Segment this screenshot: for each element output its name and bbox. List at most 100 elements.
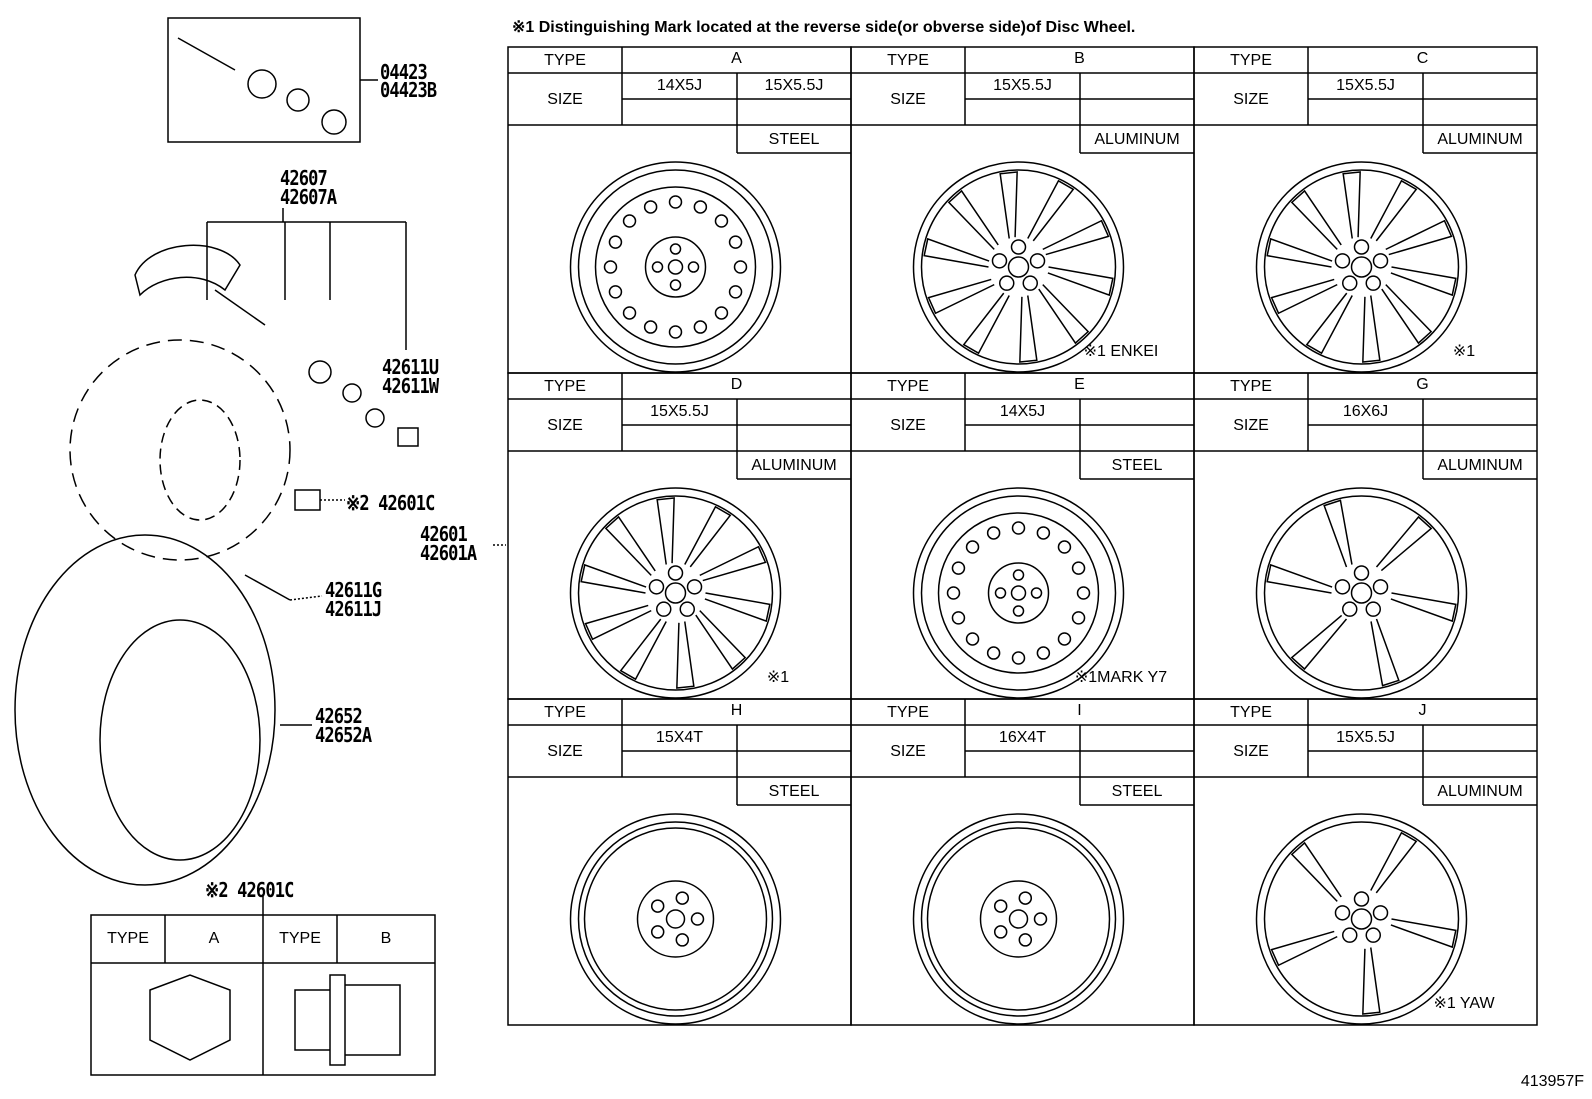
- lug-hole: [1372, 253, 1389, 269]
- center-bore: [665, 909, 686, 929]
- vent-hole: [1071, 561, 1086, 575]
- vent-hole: [693, 320, 708, 334]
- vent-hole: [608, 235, 623, 249]
- nut-type-value: B: [380, 930, 392, 947]
- size-value: 15X5.5J: [764, 77, 824, 94]
- center-bore: [1007, 256, 1030, 278]
- wheel-rim: [1255, 487, 1468, 699]
- nut: [365, 408, 385, 428]
- spoke: [962, 292, 1010, 355]
- lug-hole: [655, 601, 672, 617]
- type-value: G: [1416, 376, 1429, 393]
- material-label: ALUMINUM: [751, 457, 837, 474]
- part-number[interactable]: 04423: [380, 60, 428, 84]
- part-number[interactable]: 04423B: [380, 78, 437, 102]
- hub: [979, 880, 1058, 958]
- vent-hole: [1057, 632, 1072, 646]
- size-label: SIZE: [1233, 91, 1269, 108]
- part-number[interactable]: 42611U: [382, 355, 439, 379]
- wheel-alloy10-drawing: [912, 161, 1125, 373]
- valve-stem: [214, 289, 266, 326]
- vent-hole: [643, 200, 658, 214]
- lug-hole: [650, 925, 665, 939]
- wheel-rim: [912, 813, 1125, 1025]
- spoke: [619, 618, 667, 681]
- size-value: 15X5.5J: [1336, 729, 1395, 746]
- type-label: TYPE: [1230, 704, 1272, 721]
- spoke: [1342, 171, 1361, 239]
- lug-hole: [1010, 239, 1027, 255]
- part-number[interactable]: 42601: [420, 522, 468, 546]
- type-value: B: [1074, 50, 1085, 67]
- lug-hole: [991, 253, 1008, 269]
- lug-hole: [993, 899, 1008, 913]
- center-bore: [1350, 582, 1373, 604]
- wheel-spare-drawing: [912, 813, 1125, 1025]
- type-value: I: [1077, 702, 1082, 719]
- vent-hole: [728, 235, 743, 249]
- lug-hole: [1012, 569, 1025, 581]
- wheel-rim-inner: [1263, 495, 1460, 691]
- lug-hole: [1341, 275, 1358, 291]
- wheel-alloy5-drawing: [1255, 813, 1468, 1025]
- tire-outer: [14, 534, 276, 886]
- lug-hole: [675, 891, 690, 905]
- vent-hole: [1011, 651, 1026, 665]
- vent-hole: [714, 214, 729, 228]
- size-value: 14X5J: [656, 77, 703, 94]
- spoke: [923, 237, 990, 268]
- tpms-sensor-icon: [134, 244, 241, 297]
- part-number[interactable]: 42607: [280, 166, 328, 190]
- part-number[interactable]: 42611W: [382, 374, 439, 398]
- wheel-rim: [912, 487, 1125, 699]
- part-number[interactable]: ※2 42601C: [346, 491, 435, 515]
- part-number[interactable]: 42607A: [280, 185, 337, 209]
- lug-hole: [1353, 565, 1370, 581]
- spoke: [999, 171, 1018, 239]
- lug-hole: [994, 587, 1007, 599]
- size-label: SIZE: [1233, 743, 1269, 760]
- lug-hole: [1018, 933, 1033, 947]
- part-number[interactable]: 42611J: [325, 597, 382, 621]
- grommet: [308, 360, 332, 384]
- spoke: [1027, 179, 1075, 242]
- size-value: 15X5.5J: [993, 77, 1052, 94]
- vent-hole: [1036, 526, 1051, 540]
- size-value: 15X5.5J: [1336, 77, 1395, 94]
- part-number[interactable]: 42652A: [315, 723, 372, 747]
- material-label: ALUMINUM: [1437, 457, 1523, 474]
- spoke: [1290, 614, 1348, 671]
- type-label: TYPE: [887, 704, 929, 721]
- wheel-spare-drawing: [569, 813, 782, 1025]
- lug-hole: [1341, 927, 1358, 943]
- lug-hole: [650, 899, 665, 913]
- washer: [286, 88, 310, 112]
- nut-type-a-icon: [149, 974, 231, 1061]
- vent-hole: [608, 285, 623, 299]
- wheel-rim-inner: [577, 821, 774, 1017]
- vent-hole: [1071, 611, 1086, 625]
- spoke: [704, 592, 771, 623]
- material-label: ALUMINUM: [1437, 783, 1523, 800]
- part-number[interactable]: 42611G: [325, 578, 382, 602]
- nut-type-label: TYPE: [107, 930, 149, 947]
- wheel-disc: [937, 512, 1100, 674]
- vent-hole: [643, 320, 658, 334]
- nut-type-value: A: [208, 930, 220, 947]
- wheel-disc: [594, 186, 757, 348]
- spoke: [1362, 295, 1381, 363]
- spoke: [1390, 918, 1457, 949]
- vent-hole: [728, 285, 743, 299]
- wheel-rim-inner: [577, 495, 774, 691]
- wheel-steel-drawing: [912, 487, 1125, 699]
- wheel-outline: [69, 339, 291, 561]
- vent-hole: [693, 200, 708, 214]
- part-number[interactable]: 42652: [315, 704, 363, 728]
- hub: [636, 880, 715, 958]
- size-label: SIZE: [1233, 417, 1269, 434]
- part-number[interactable]: 42601A: [420, 541, 477, 565]
- wheel-steel-drawing: [569, 161, 782, 373]
- wheel-rim-inner: [1263, 821, 1460, 1017]
- center-bore: [1350, 256, 1373, 278]
